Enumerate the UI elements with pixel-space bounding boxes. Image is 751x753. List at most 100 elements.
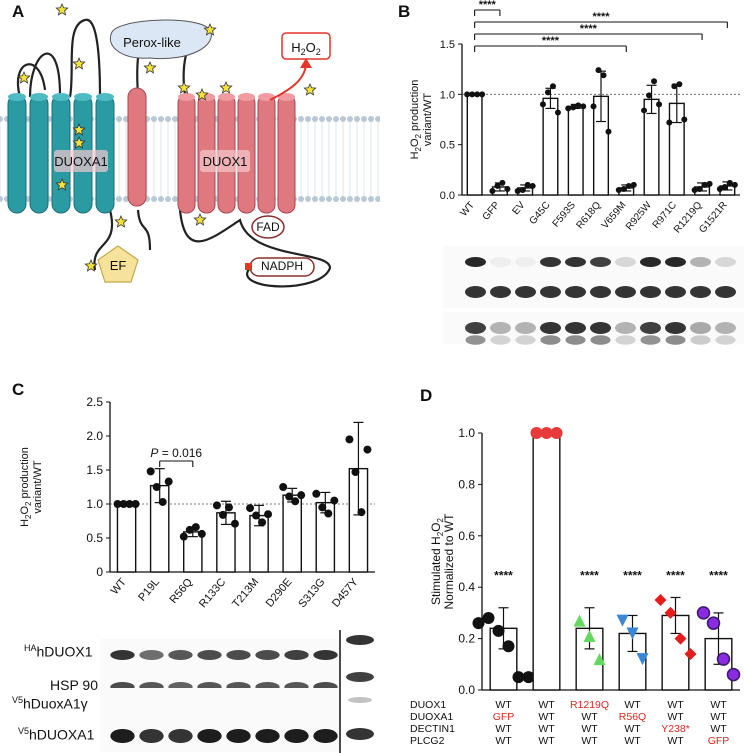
blot-band bbox=[540, 335, 561, 345]
blot-band bbox=[490, 335, 511, 345]
data-point bbox=[502, 640, 515, 653]
blot-band bbox=[313, 650, 338, 660]
data-point bbox=[489, 187, 496, 194]
bar bbox=[532, 432, 561, 691]
blot-band bbox=[690, 257, 711, 267]
duoxa1-helix bbox=[7, 94, 27, 214]
data-point bbox=[158, 497, 167, 506]
lipid-head bbox=[172, 196, 178, 202]
significance-stars: **** bbox=[580, 23, 598, 35]
data-point bbox=[580, 103, 587, 110]
lipid-head bbox=[151, 116, 157, 122]
blot-band bbox=[465, 257, 486, 267]
data-point bbox=[544, 89, 551, 96]
data-point bbox=[351, 468, 360, 477]
data-point bbox=[530, 427, 543, 439]
lipid-head bbox=[151, 196, 157, 202]
y-tick-label: 1.0 bbox=[86, 497, 103, 511]
data-point bbox=[726, 179, 733, 186]
ef-label: EF bbox=[110, 258, 127, 273]
table-row-label: DECTIN1 bbox=[410, 723, 455, 735]
blot-band bbox=[565, 257, 586, 267]
lipid-head bbox=[361, 116, 367, 122]
blot-band bbox=[346, 672, 374, 682]
blot-band bbox=[110, 650, 135, 660]
data-point bbox=[676, 81, 683, 88]
data-point bbox=[197, 529, 206, 538]
data-point bbox=[514, 187, 521, 194]
data-point bbox=[575, 102, 582, 109]
duoxa1-label-box bbox=[54, 150, 108, 172]
blot-band bbox=[715, 322, 736, 334]
x-tick-label: R925W bbox=[624, 199, 654, 232]
table-cell: WT bbox=[495, 723, 512, 735]
data-point bbox=[218, 510, 227, 519]
data-point bbox=[646, 92, 653, 99]
blot-band bbox=[665, 335, 686, 345]
lipid-head bbox=[347, 196, 353, 202]
table-cell: WT bbox=[581, 735, 598, 747]
data-point bbox=[482, 612, 495, 625]
data-point bbox=[492, 624, 505, 637]
data-point bbox=[630, 181, 637, 188]
duox1-helix-top bbox=[178, 93, 195, 101]
lipid-head bbox=[165, 116, 171, 122]
data-point bbox=[590, 103, 597, 110]
data-point bbox=[666, 119, 673, 126]
data-point bbox=[472, 617, 485, 630]
blot-band bbox=[515, 286, 536, 298]
blot-background bbox=[100, 720, 346, 752]
x-tick-label: WT bbox=[459, 200, 477, 219]
data-point bbox=[641, 107, 648, 114]
blot-band bbox=[465, 286, 486, 298]
fad-label: FAD bbox=[256, 220, 280, 234]
blot-band bbox=[226, 650, 251, 660]
data-point bbox=[146, 467, 155, 476]
x-tick-label: D290E bbox=[264, 576, 295, 609]
data-point bbox=[605, 128, 612, 135]
table-cell: GFP bbox=[708, 735, 730, 747]
x-tick-label: R618Q bbox=[575, 200, 604, 232]
lipid-head bbox=[319, 196, 325, 202]
y-tick-label: 0 bbox=[96, 565, 103, 579]
significance-stars: **** bbox=[580, 568, 599, 582]
table-cell: WT bbox=[538, 735, 555, 747]
significance-stars: **** bbox=[592, 11, 610, 23]
data-point bbox=[554, 109, 561, 116]
panel-label-d: D bbox=[420, 386, 433, 405]
x-tick-label: T213M bbox=[230, 576, 261, 610]
data-point bbox=[721, 183, 728, 190]
data-point bbox=[224, 503, 233, 512]
data-point bbox=[504, 185, 511, 192]
blot-band bbox=[590, 322, 611, 334]
data-point bbox=[529, 182, 536, 189]
y-tick-label: 1.0 bbox=[440, 89, 455, 101]
data-point bbox=[684, 648, 697, 661]
data-point bbox=[616, 614, 629, 627]
data-point bbox=[620, 185, 627, 192]
table-cell: WT bbox=[538, 711, 555, 723]
table-cell: WT bbox=[667, 735, 684, 747]
blot-band bbox=[255, 650, 280, 660]
duox1-helix-top bbox=[238, 93, 255, 101]
y-tick-label: 1.5 bbox=[86, 463, 103, 477]
lipid-head bbox=[326, 116, 332, 122]
nadph-label: NADPH bbox=[261, 259, 303, 273]
blot-band bbox=[665, 286, 686, 298]
lipid-head bbox=[158, 116, 164, 122]
duox1-label-box bbox=[200, 150, 250, 172]
data-point bbox=[615, 186, 622, 193]
blot-band bbox=[284, 650, 309, 660]
lipid-head bbox=[312, 116, 318, 122]
data-point bbox=[651, 78, 658, 85]
significance-stars: **** bbox=[542, 35, 560, 47]
lipid-head bbox=[116, 196, 122, 202]
x-tick-label: G45C bbox=[528, 200, 553, 227]
significance-stars: **** bbox=[709, 568, 728, 582]
data-point bbox=[696, 606, 711, 620]
mutation-star-icon bbox=[203, 22, 217, 36]
blot-band bbox=[665, 322, 686, 334]
y-axis-label-line2: variant/WT bbox=[422, 93, 434, 146]
mutation-star-icon bbox=[17, 70, 31, 84]
blot-band bbox=[515, 335, 536, 345]
